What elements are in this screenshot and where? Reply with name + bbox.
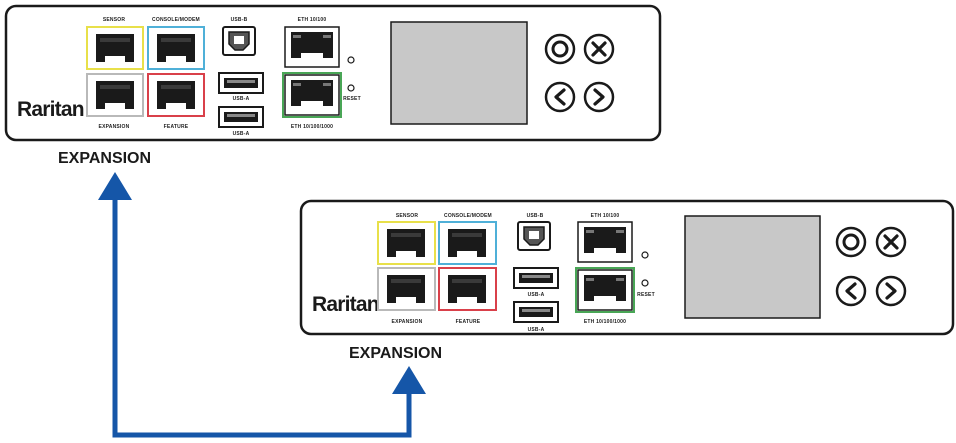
label-usb-a-2: USB-A — [528, 327, 545, 333]
reset-button[interactable] — [347, 84, 355, 92]
expansion-port[interactable] — [377, 267, 436, 311]
label-feature: FEATURE — [456, 319, 481, 325]
rj45-port-icon — [96, 34, 134, 62]
label-usb-a-2: USB-A — [233, 131, 250, 137]
lcd-display — [684, 215, 821, 319]
label-eth-top: ETH 10/100 — [591, 213, 620, 219]
usb-a-port-2[interactable] — [218, 106, 264, 128]
close-button[interactable] — [875, 226, 907, 258]
console-modem-port[interactable] — [147, 26, 205, 70]
label-usb-a-1: USB-A — [528, 292, 545, 298]
label-reset: RESET — [343, 96, 361, 102]
circle-ok-icon — [551, 40, 569, 58]
label-sensor: SENSOR — [396, 213, 419, 219]
left-button[interactable] — [835, 275, 867, 307]
label-usb-b: USB-B — [527, 213, 544, 219]
label-eth-top: ETH 10/100 — [298, 17, 327, 23]
rj45-port-icon — [448, 229, 486, 257]
ok-button[interactable] — [835, 226, 867, 258]
chevron-right-icon — [593, 88, 605, 106]
feature-port[interactable] — [438, 267, 497, 311]
eth-port-icon — [284, 74, 340, 116]
eth-10-100-1000-port[interactable] — [282, 72, 342, 118]
chevron-left-icon — [845, 282, 857, 300]
status-led — [641, 251, 649, 259]
arrow-up-icon — [98, 172, 132, 200]
eth-port-icon — [577, 269, 633, 311]
brand-logo-text: Raritan — [312, 293, 379, 316]
label-usb-b: USB-B — [231, 17, 248, 23]
circle-ok-icon — [842, 233, 860, 251]
rj45-port-icon — [157, 81, 195, 109]
usb-a-port-1[interactable] — [513, 267, 559, 289]
right-button[interactable] — [875, 275, 907, 307]
status-led — [347, 56, 355, 64]
label-feature: FEATURE — [164, 124, 189, 130]
expansion-cable-arrow — [98, 172, 426, 438]
console-modem-port[interactable] — [438, 221, 497, 265]
usb-b-port[interactable] — [222, 26, 256, 56]
rj45-port-icon — [387, 275, 425, 303]
chevron-left-icon — [554, 88, 566, 106]
pdu-device-upper: Raritan SENSOR CONSOLE/MODEM USB-B ETH 1… — [4, 4, 662, 142]
lcd-display — [390, 21, 528, 125]
reset-button[interactable] — [641, 279, 649, 287]
usb-a-port-2[interactable] — [513, 301, 559, 323]
label-eth-bottom: ETH 10/100/1000 — [584, 319, 626, 325]
eth-10-100-port[interactable] — [577, 221, 633, 263]
chevron-right-icon — [885, 282, 897, 300]
label-sensor: SENSOR — [103, 17, 126, 23]
x-close-icon — [883, 234, 899, 250]
rj45-port-icon — [157, 34, 195, 62]
rj45-port-icon — [96, 81, 134, 109]
arrow-up-icon — [392, 366, 426, 394]
label-console-modem: CONSOLE/MODEM — [444, 213, 492, 219]
label-eth-bottom: ETH 10/100/1000 — [291, 124, 333, 130]
expansion-port[interactable] — [86, 73, 144, 117]
eth-10-100-port[interactable] — [284, 26, 340, 68]
expansion-caption-upper: EXPANSION — [58, 150, 151, 167]
feature-port[interactable] — [147, 73, 205, 117]
x-close-icon — [591, 41, 607, 57]
brand-logo-text: Raritan — [17, 98, 84, 121]
rj45-port-icon — [387, 229, 425, 257]
usb-b-port[interactable] — [517, 221, 551, 251]
label-expansion: EXPANSION — [392, 319, 423, 325]
cable-line — [112, 196, 412, 438]
close-button[interactable] — [583, 33, 615, 65]
label-usb-a-1: USB-A — [233, 96, 250, 102]
expansion-caption-lower: EXPANSION — [349, 345, 442, 362]
usb-a-port-1[interactable] — [218, 72, 264, 94]
eth-10-100-1000-port[interactable] — [575, 267, 635, 313]
ok-button[interactable] — [544, 33, 576, 65]
left-button[interactable] — [544, 81, 576, 113]
pdu-device-lower: Raritan SENSOR CONSOLE/MODEM USB-B ETH 1… — [299, 199, 955, 336]
label-reset: RESET — [637, 292, 655, 298]
right-button[interactable] — [583, 81, 615, 113]
rj45-port-icon — [448, 275, 486, 303]
label-expansion: EXPANSION — [99, 124, 130, 130]
sensor-port[interactable] — [86, 26, 144, 70]
label-console-modem: CONSOLE/MODEM — [152, 17, 200, 23]
sensor-port[interactable] — [377, 221, 436, 265]
